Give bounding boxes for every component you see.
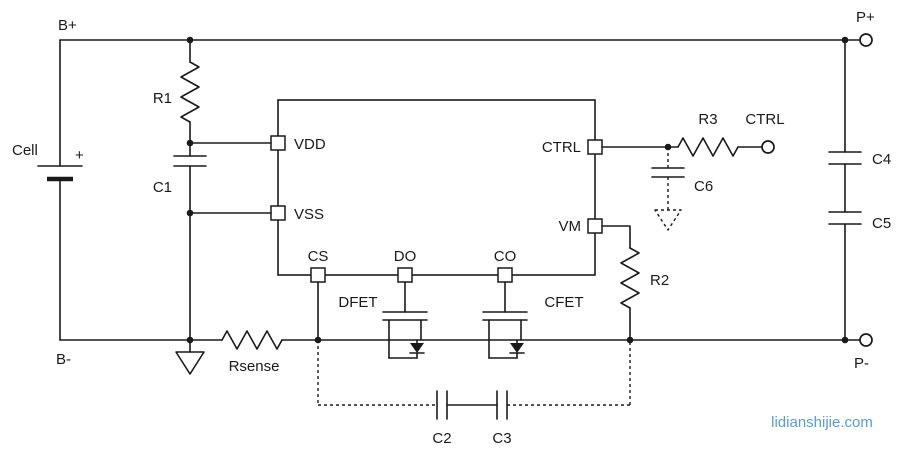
pin-cs <box>310 267 326 283</box>
pin-vm <box>587 218 603 234</box>
resistor-rsense <box>221 330 283 350</box>
cfet-label: CFET <box>544 294 583 311</box>
p-minus-terminal <box>859 333 873 347</box>
pin-cs-label: CS <box>308 248 329 265</box>
r3-label: R3 <box>698 111 717 128</box>
pin-ctrl-label: CTRL <box>542 139 581 156</box>
pin-vss-label: VSS <box>294 206 324 223</box>
ic-body <box>277 99 596 276</box>
capacitor-c1 <box>173 155 207 341</box>
cfet-body-diode <box>510 343 524 353</box>
mosfet-dfet <box>382 311 428 359</box>
pin-do-label: DO <box>394 248 417 265</box>
p-plus-terminal <box>859 33 873 47</box>
pin-vss <box>270 205 286 221</box>
ctrl-terminal <box>761 140 775 154</box>
c5-label: C5 <box>872 215 891 232</box>
c6-label: C6 <box>694 178 713 195</box>
battery-cell <box>37 39 83 341</box>
c4-label: C4 <box>872 151 891 168</box>
pin-vm-label: VM <box>559 218 582 235</box>
ground-symbol <box>175 339 205 375</box>
pin-ctrl <box>587 139 603 155</box>
dfet-body-diode <box>410 343 424 353</box>
c2-label: C2 <box>432 430 451 447</box>
c3-label: C3 <box>492 430 511 447</box>
capacitor-c2-c3-network <box>317 340 631 420</box>
pin-co <box>497 267 513 283</box>
b-minus-label: B- <box>56 351 71 368</box>
pin-co-label: CO <box>494 248 517 265</box>
junction-dots <box>186 36 849 344</box>
pin-vdd-label: VDD <box>294 136 326 153</box>
cell-label: Cell <box>12 142 38 159</box>
resistor-r1 <box>180 39 200 157</box>
p-plus-label: P+ <box>856 9 875 26</box>
p-minus-label: P- <box>854 355 869 372</box>
b-plus-label: B+ <box>58 17 77 34</box>
pin-do <box>397 267 413 283</box>
mosfet-cfet <box>482 311 528 359</box>
capacitor-c5 <box>828 211 862 341</box>
cell-polarity-label: + <box>75 147 84 164</box>
pin-vdd <box>270 135 286 151</box>
r2-label: R2 <box>650 272 669 289</box>
dfet-label: DFET <box>338 294 377 311</box>
capacitor-c6 <box>651 147 685 231</box>
watermark: lidianshijie.com <box>771 414 873 431</box>
c1-label: C1 <box>153 179 172 196</box>
resistor-r2 <box>601 225 640 341</box>
resistor-r3 <box>601 137 763 157</box>
capacitor-c4 <box>828 39 862 213</box>
ctrl-terminal-label: CTRL <box>745 111 784 128</box>
rsense-label: Rsense <box>229 358 280 375</box>
r1-label: R1 <box>153 90 172 107</box>
